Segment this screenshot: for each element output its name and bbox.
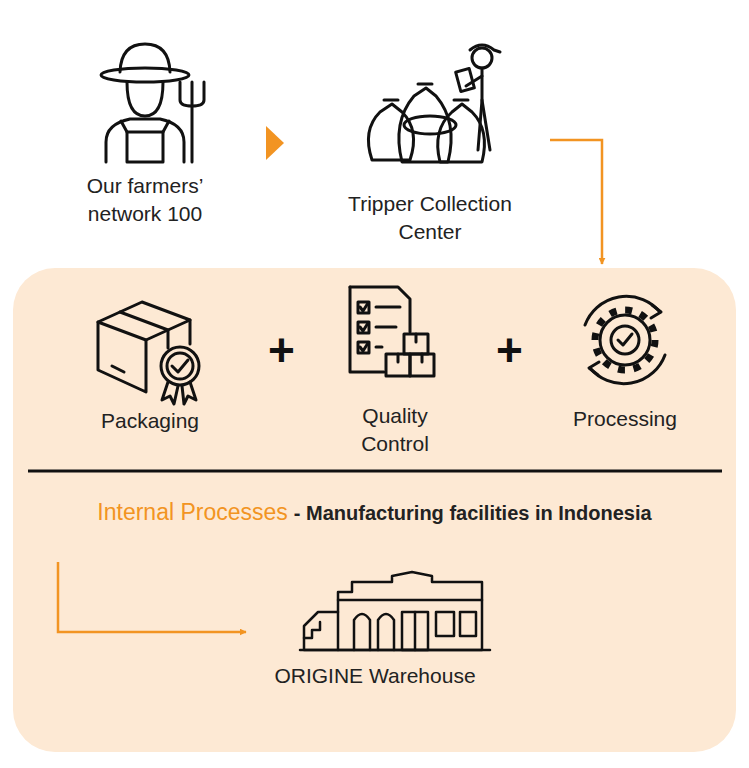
flow-arrow xyxy=(58,562,246,632)
band-heading: Internal Processes - Manufacturing facili… xyxy=(13,499,736,526)
node-label: Packaging xyxy=(90,407,210,435)
node-label: Tripper Collection Center xyxy=(330,190,530,246)
packaging-node: Packaging xyxy=(90,295,210,435)
quality-control-node: Quality Control xyxy=(345,282,445,458)
processing-node: Processing xyxy=(560,295,690,433)
collection-center-icon xyxy=(368,45,500,162)
collection-center-node: Tripper Collection Center xyxy=(330,40,530,246)
packaging-icon xyxy=(98,302,199,404)
node-label: Quality Control xyxy=(345,402,445,458)
quality-control-icon xyxy=(350,287,434,376)
band-subtitle: - Manufacturing facilities in Indonesia xyxy=(294,502,652,524)
plus-sign: + xyxy=(268,327,295,373)
flow-arrow xyxy=(266,126,284,160)
flow-arrow xyxy=(550,140,602,264)
farmer-node: Our farmers’ network 100 xyxy=(70,40,220,228)
internal-band-ground xyxy=(13,268,736,752)
internal-band: Internal Processes - Manufacturing facili… xyxy=(13,268,736,752)
divider-line xyxy=(28,470,722,473)
band-title: Internal Processes xyxy=(97,499,287,525)
plus-sign: + xyxy=(496,327,523,373)
node-label: ORIGINE Warehouse xyxy=(250,662,500,690)
farmer-icon xyxy=(101,44,204,162)
processing-icon xyxy=(585,296,665,383)
node-label: Processing xyxy=(560,405,690,433)
warehouse-icon xyxy=(300,572,490,650)
warehouse-node: ORIGINE Warehouse xyxy=(250,565,500,690)
node-label: Our farmers’ network 100 xyxy=(70,172,220,228)
